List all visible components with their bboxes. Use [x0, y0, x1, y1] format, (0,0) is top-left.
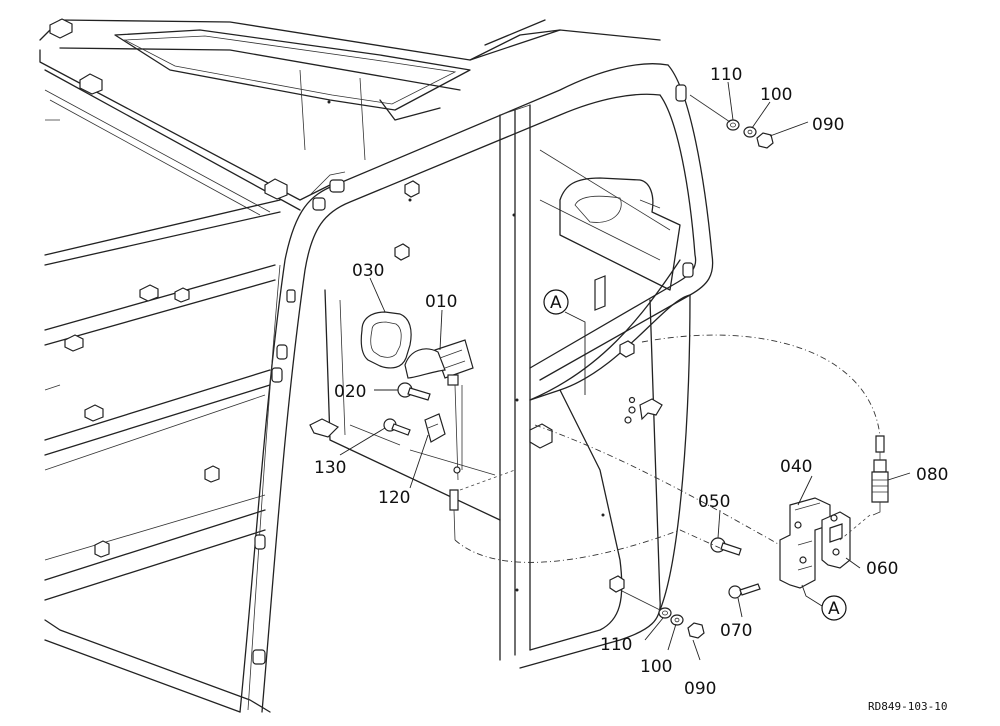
- callout-050: 050: [698, 492, 730, 512]
- door-frame-pillar: [239, 63, 714, 713]
- drawing-reference-code: RD849-103-10: [868, 700, 947, 713]
- callout-080: 080: [916, 465, 948, 485]
- callout-a-upper: A: [550, 293, 562, 313]
- cab-roof: [39, 19, 661, 216]
- fastener-set-upper: [689, 94, 774, 149]
- callout-030: 030: [352, 261, 384, 281]
- callout-100-lower: 100: [640, 657, 672, 677]
- cab-side-frame: [44, 18, 288, 713]
- callout-100-upper: 100: [760, 85, 792, 105]
- reference-circle-a-upper: [543, 289, 569, 315]
- callout-090-lower: 090: [684, 679, 716, 699]
- callout-070: 070: [720, 621, 752, 641]
- callout-040: 040: [780, 457, 812, 477]
- inner-handle-assembly: [360, 311, 474, 541]
- callout-120: 120: [378, 488, 410, 508]
- callout-130: 130: [314, 458, 346, 478]
- callout-a-lower: A: [828, 599, 840, 619]
- door-panel: [309, 100, 691, 669]
- reference-circle-a-lower: [821, 595, 847, 621]
- callout-110-upper: 110: [710, 65, 742, 85]
- callout-090-upper: 090: [812, 115, 844, 135]
- callout-110-lower: 110: [600, 635, 632, 655]
- callout-020: 020: [334, 382, 366, 402]
- door-lock-assembly: [710, 435, 889, 599]
- leader-lines: [339, 81, 911, 661]
- fastener-set-lower: [619, 589, 705, 639]
- callout-010: 010: [425, 292, 457, 312]
- callout-060: 060: [866, 559, 898, 579]
- phantom-lines: [454, 334, 881, 563]
